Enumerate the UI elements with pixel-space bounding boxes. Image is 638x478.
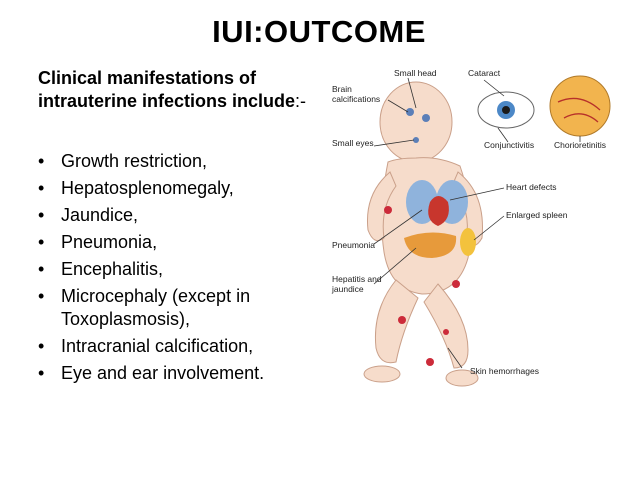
bullet-marker: • [38, 286, 45, 306]
infant-illustration: Small head Cataract Brain calcifications… [331, 68, 611, 387]
slide-title: IUI:OUTCOME [212, 14, 426, 49]
retina-vessels [557, 97, 601, 123]
label-cataract: Cataract [468, 68, 501, 78]
label-chorioretinitis: Chorioretinitis [554, 140, 606, 150]
hemorrhage-spot [398, 316, 406, 324]
hemorrhage-spot [426, 358, 434, 366]
list-item-text: Pneumonia, [61, 232, 158, 252]
eye-pupil [502, 106, 510, 114]
heart [428, 196, 449, 226]
list-item-text: Hepatosplenomegaly, [61, 178, 234, 198]
leader-lines [373, 77, 581, 369]
small-eye-mark [413, 137, 419, 143]
label-brain: Brain [332, 84, 352, 94]
eye-inset [477, 91, 535, 129]
leader-line [473, 215, 505, 241]
leader-line [483, 79, 505, 97]
list-item-text: Eye and ear involvement. [61, 363, 265, 383]
intro-tail: :- [295, 91, 307, 111]
skin-hemorrhages [384, 206, 460, 366]
list-item: • Jaundice, [38, 204, 328, 227]
label-enlarged-spleen: Enlarged spleen [506, 210, 568, 220]
list-item-text: Encephalitis, [61, 259, 164, 279]
retina-inset [549, 75, 611, 137]
hemorrhage-spot [443, 329, 449, 335]
label-calcifications: calcifications [332, 94, 380, 104]
list-item: • Encephalitis, [38, 258, 328, 281]
list-item: • Hepatosplenomegaly, [38, 177, 328, 200]
leader-line [407, 77, 417, 109]
infant-left-arm [366, 171, 397, 242]
list-item: • Pneumonia, [38, 231, 328, 254]
manifestations-list: • Growth restriction, • Hepatosplenomegaly… [38, 150, 328, 389]
label-small-eyes: Small eyes [332, 138, 374, 148]
list-item-text: Microcephaly (except in Toxoplasmosis), [61, 286, 251, 329]
list-item-text: Intracranial calcification, [61, 336, 254, 356]
infant-head [379, 81, 453, 163]
infant-right-leg [423, 283, 469, 369]
hemorrhage-spot [452, 280, 460, 288]
label-jaundice: jaundice [331, 284, 364, 294]
list-item: • Microcephaly (except in Toxoplasmosis), [38, 285, 328, 331]
list-item-text: Growth restriction, [61, 151, 208, 171]
bullet-marker: • [38, 151, 45, 171]
infant-left-foot [363, 365, 401, 383]
bullet-marker: • [38, 336, 45, 356]
bullet-marker: • [38, 205, 45, 225]
leader-line [449, 187, 505, 201]
label-pneumonia: Pneumonia [332, 240, 375, 250]
list-item-text: Jaundice, [61, 205, 139, 225]
leader-line [373, 209, 423, 245]
leader-line [387, 99, 409, 113]
list-item: • Intracranial calcification, [38, 335, 328, 358]
label-hepatitis: Hepatitis and [332, 274, 382, 284]
leader-line [497, 127, 509, 143]
brain-calcification-mark [422, 114, 430, 122]
list-item: • Eye and ear involvement. [38, 362, 328, 385]
label-small-head: Small head [394, 68, 437, 78]
brain-calcification-mark [406, 108, 414, 116]
label-skin-hemorrhages: Skin hemorrhages [470, 366, 539, 376]
bullet-marker: • [38, 363, 45, 383]
bullet-marker: • [38, 178, 45, 198]
bullet-marker: • [38, 232, 45, 252]
list-item: • Growth restriction, [38, 150, 328, 173]
bullet-marker: • [38, 259, 45, 279]
spleen [460, 228, 476, 256]
leader-line [373, 247, 417, 285]
label-heart-defects: Heart defects [506, 182, 557, 192]
infant-left-leg [374, 279, 419, 364]
intro-bold: Clinical manifestations of intrauterine … [38, 68, 296, 111]
infant-right-foot [445, 369, 479, 387]
leader-line [447, 347, 463, 369]
leader-line [373, 139, 415, 147]
intro-text: Clinical manifestations of intrauterine … [38, 67, 328, 113]
liver [404, 232, 457, 258]
label-conjunctivitis: Conjunctivitis [484, 140, 534, 150]
hemorrhage-spot [384, 206, 392, 214]
